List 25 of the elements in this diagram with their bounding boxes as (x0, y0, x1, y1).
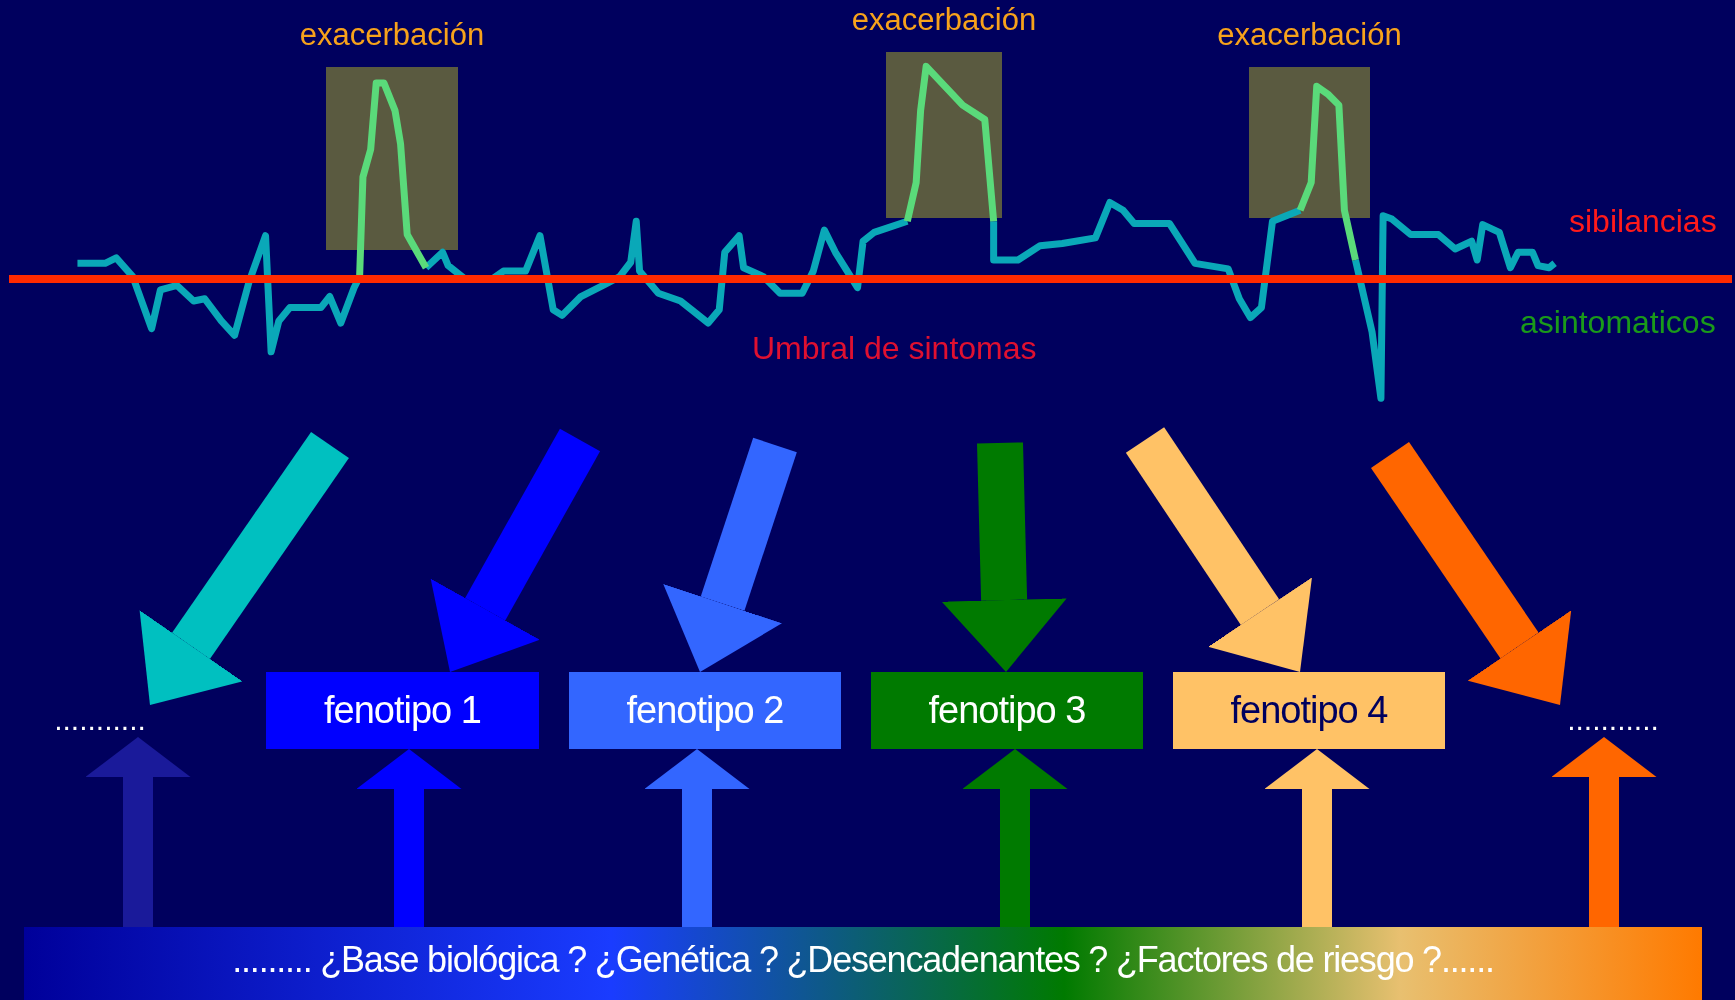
up-arrow (85, 737, 191, 927)
up-arrow (1264, 749, 1370, 927)
block-arrow (139, 431, 349, 705)
exacerbation-heading: exacerbación (298, 17, 486, 53)
asymptomatic-label: asintomaticos (1520, 304, 1716, 341)
block-arrow (430, 428, 601, 672)
phenotype-box: fenotipo 4 (1173, 672, 1445, 749)
up-arrow (356, 749, 462, 927)
exacerbation-heading: exacerbación (850, 2, 1038, 38)
block-arrow (941, 442, 1067, 672)
wheeze-label: sibilancias (1569, 203, 1717, 240)
phenotype-box: fenotipo 2 (569, 672, 841, 749)
phenotype-box: fenotipo 3 (871, 672, 1143, 749)
threshold-label: Umbral de sintomas (752, 330, 1037, 367)
up-arrow (962, 749, 1068, 927)
block-arrow (663, 437, 797, 672)
exacerbation-heading: exacerbación (1216, 17, 1403, 53)
block-arrow (1371, 442, 1572, 705)
up-arrow (644, 749, 750, 927)
block-arrow (1125, 427, 1312, 672)
ellipsis-text: ........... (28, 705, 172, 737)
ellipsis-text: ........... (1541, 705, 1685, 737)
up-arrow (1551, 737, 1657, 927)
factors-banner: ......... ¿Base biológica ? ¿Genética ? ¿Desencadenantes ? ¿Factores de riesgo ?...... (24, 927, 1702, 1000)
phenotype-box: fenotipo 1 (266, 672, 539, 749)
